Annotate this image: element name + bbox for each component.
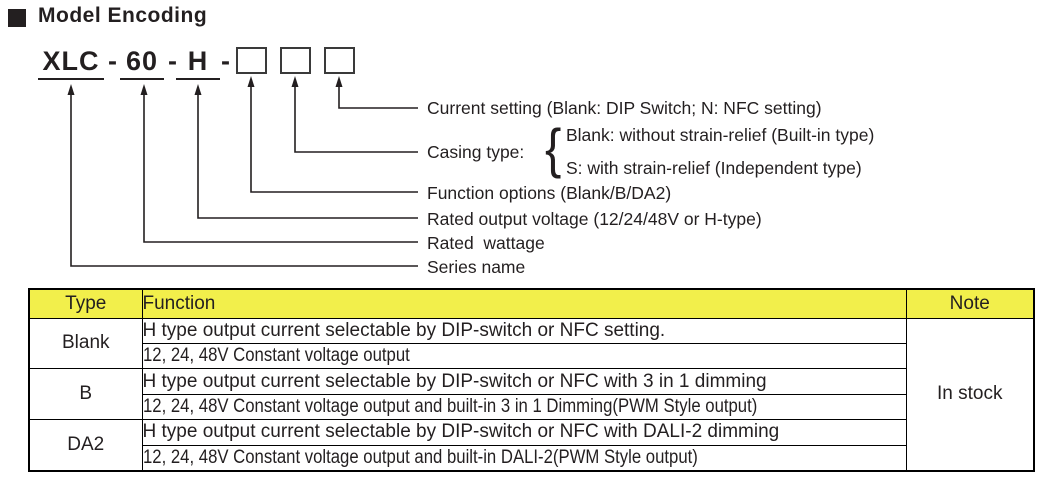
- function-cell: H type output current selectable by DIP-…: [141, 317, 907, 344]
- square-bullet-icon: [8, 9, 26, 27]
- arrow-up-icon: [67, 84, 75, 95]
- table-row: 12, 24, 48V Constant voltage output and …: [29, 444, 1034, 472]
- connector-rated-wattage: [143, 93, 418, 243]
- table-row: Blank H type output current selectable b…: [28, 317, 1035, 472]
- model-option-box-function: [236, 47, 267, 74]
- column-header-function: Function: [141, 288, 907, 319]
- arrow-up-icon: [335, 76, 343, 87]
- table-row: 12, 24, 48V Constant voltage output and …: [29, 393, 1034, 421]
- table-row: B H type output current selectable by DI…: [28, 368, 1034, 421]
- label-series-name: Series name: [427, 257, 526, 277]
- function-cell: H type output current selectable by DIP-…: [141, 419, 907, 446]
- label-casing-type: Casing type:: [427, 142, 525, 162]
- function-text: 12, 24, 48V Constant voltage output: [142, 345, 410, 367]
- table-header-row: Type Function Note: [28, 288, 1035, 319]
- section-title: Model Encoding: [8, 4, 207, 28]
- model-option-box-casing: [280, 47, 311, 74]
- function-text: 12, 24, 48V Constant voltage output and …: [142, 446, 698, 468]
- note-cell: In stock: [905, 317, 1035, 472]
- label-rated-wattage: Rated wattage: [427, 233, 545, 253]
- model-option-box-current: [324, 47, 355, 74]
- function-text: 12, 24, 48V Constant voltage output and …: [142, 395, 757, 417]
- page-title: Model Encoding: [38, 4, 208, 27]
- table-row: 12, 24, 48V Constant voltage output: [29, 342, 1034, 370]
- label-casing-option-blank: Blank: without strain-relief (Built-in t…: [566, 125, 875, 145]
- type-function-table: Type Function Note Blank H type output c…: [28, 288, 1035, 472]
- arrow-up-icon: [194, 84, 202, 95]
- model-separator: -: [108, 46, 117, 76]
- arrow-up-icon: [247, 76, 255, 87]
- connector-rated-voltage: [197, 93, 418, 219]
- model-wattage-segment: 60: [120, 46, 164, 80]
- model-separator: -: [168, 46, 177, 76]
- column-header-type: Type: [28, 288, 143, 319]
- label-rated-voltage: Rated output voltage (12/24/48V or H-typ…: [427, 209, 762, 229]
- connector-series-name: [70, 93, 418, 267]
- function-cell: 12, 24, 48V Constant voltage output and …: [141, 444, 907, 472]
- curly-brace-icon: {: [545, 118, 562, 180]
- type-cell-blank: Blank: [28, 317, 143, 370]
- function-cell: H type output current selectable by DIP-…: [141, 368, 907, 395]
- model-series-segment: XLC: [38, 46, 104, 80]
- type-cell-da2: DA2: [28, 419, 143, 472]
- label-current-setting: Current setting (Blank: DIP Switch; N: N…: [427, 98, 822, 118]
- model-voltage-segment: H: [176, 46, 220, 80]
- function-cell: 12, 24, 48V Constant voltage output and …: [141, 393, 907, 421]
- connector-function-options: [250, 85, 418, 193]
- table-row: DA2 H type output current selectable by …: [28, 419, 1034, 472]
- label-casing-option-s: S: with strain-relief (Independent type): [566, 158, 862, 178]
- label-function-options: Function options (Blank/B/DA2): [427, 183, 672, 203]
- column-header-note: Note: [905, 288, 1035, 319]
- arrow-up-icon: [140, 84, 148, 95]
- type-cell-b: B: [28, 368, 143, 421]
- connector-current-setting: [338, 85, 418, 109]
- model-separator: -: [221, 46, 230, 76]
- function-cell: 12, 24, 48V Constant voltage output: [141, 342, 907, 370]
- connector-casing-type: [294, 85, 418, 153]
- arrow-up-icon: [291, 76, 299, 87]
